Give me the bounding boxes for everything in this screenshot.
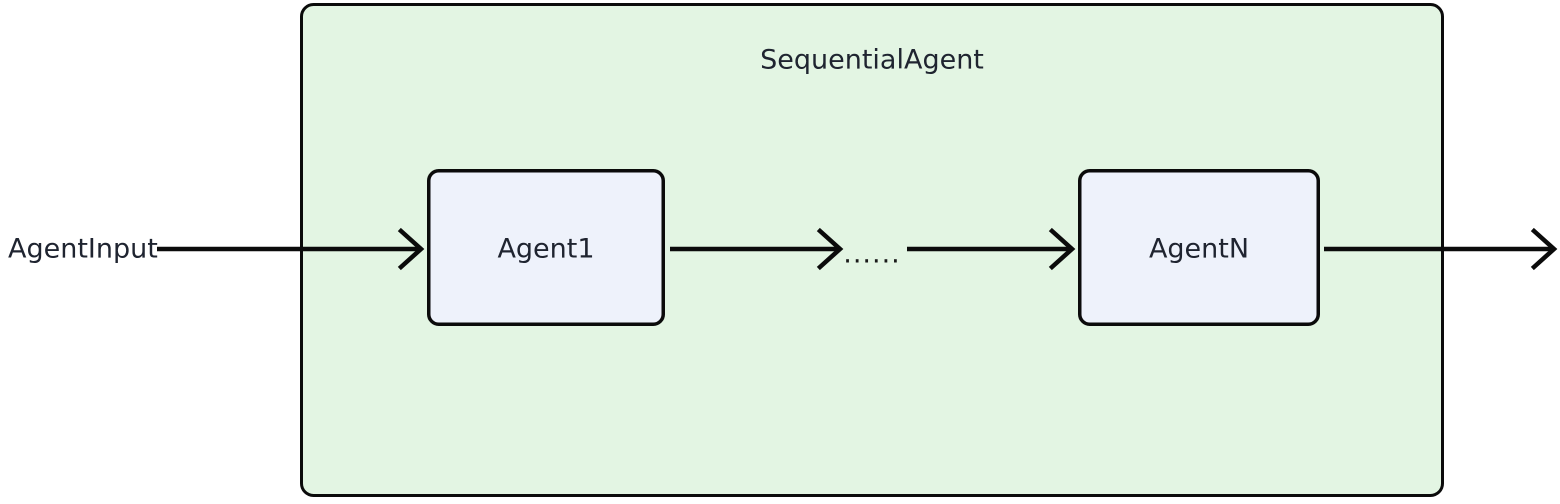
- edge-ellipsis-to-agentN: [907, 227, 1076, 271]
- sequential-agent-title: SequentialAgent: [760, 45, 984, 76]
- agentn-box: [1078, 169, 1320, 326]
- edge-input-to-agent1: [157, 227, 425, 271]
- node-agent1: Agent1: [427, 169, 665, 326]
- edge-agent1-to-ellipsis-arrowhead: [816, 227, 844, 271]
- node-agentn: AgentN: [1078, 169, 1320, 326]
- agent1-box: [427, 169, 665, 326]
- edge-input-to-agent1-arrowhead: [397, 227, 425, 271]
- agent1-label: Agent1: [497, 234, 594, 265]
- edge-agent1-to-ellipsis: [670, 227, 844, 271]
- edge-agentn-to-output-arrowhead: [1530, 227, 1558, 271]
- agentn-label: AgentN: [1149, 234, 1249, 265]
- agent-input-label: AgentInput: [8, 234, 158, 265]
- edge-agentn-to-output: [1324, 227, 1558, 271]
- edge-ellipsis-to-agentN-arrowhead: [1048, 227, 1076, 271]
- ellipsis-label: ......: [843, 239, 901, 270]
